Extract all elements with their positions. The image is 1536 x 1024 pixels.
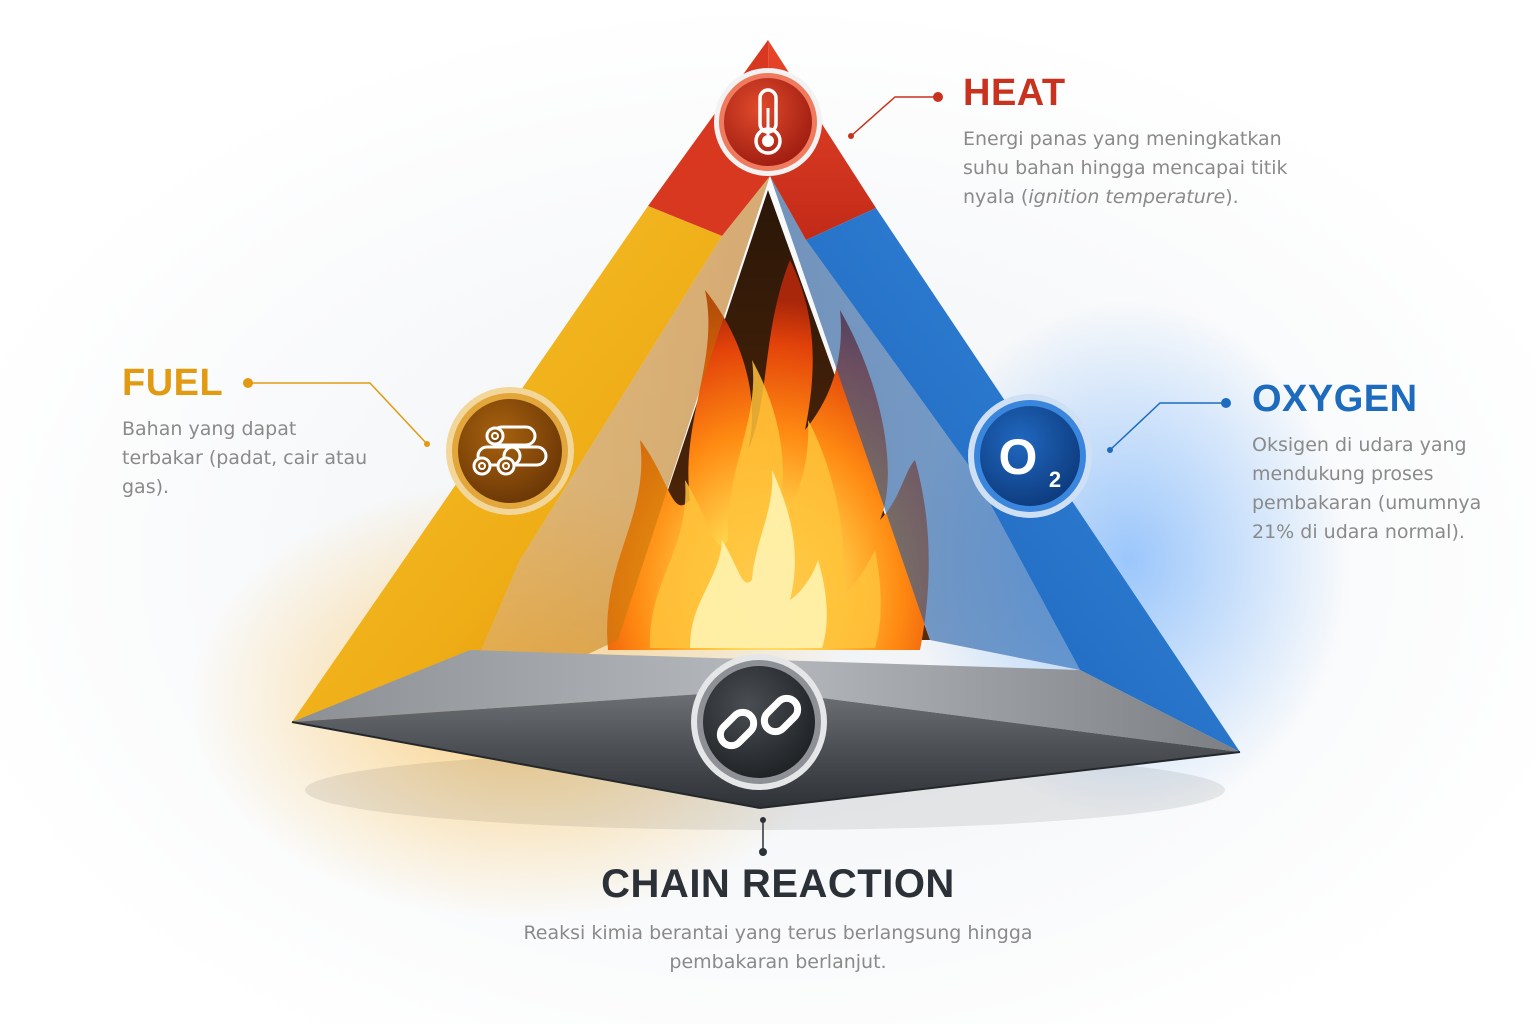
thermometer-icon (714, 68, 822, 176)
fuel-inner-face (452, 176, 770, 718)
fuel-connector (243, 378, 430, 447)
chain-connector (759, 817, 767, 856)
heat-description: Energi panas yang meningkatkan suhu baha… (963, 128, 1288, 208)
heat-label: HEAT Energi panas yang meningkatkan suhu… (963, 72, 1293, 212)
oxygen-label: OXYGEN Oksigen di udara yang mendukung p… (1252, 378, 1522, 547)
oxygen-inner-face (770, 176, 1080, 670)
base-edge-right (759, 751, 1241, 809)
heat-title: HEAT (963, 72, 1066, 114)
o2-icon: O 2 (968, 394, 1092, 518)
oxygen-connector (1107, 398, 1231, 453)
chain-link-icon (691, 654, 827, 790)
base-edge-left (291, 721, 761, 809)
fuel-description: Bahan yang dapat terbakar (padat, cair a… (122, 418, 368, 498)
fuel-title: FUEL (122, 362, 224, 404)
logs-icon (446, 387, 574, 515)
chain-reaction-title: CHAIN REACTION (601, 862, 955, 906)
oxygen-title: OXYGEN (1252, 378, 1418, 420)
oxygen-description: Oksigen di udara yang mendukung proses p… (1252, 434, 1482, 543)
chain-reaction-label: CHAIN REACTION Reaksi kimia berantai yan… (468, 862, 1088, 977)
o2-symbol: O (999, 429, 1038, 485)
chain-reaction-description: Reaksi kimia berantai yang terus berlang… (523, 922, 1033, 973)
chain-reaction-base-top (292, 650, 1240, 752)
fuel-label: FUEL Bahan yang dapat terbakar (padat, c… (122, 362, 372, 502)
o2-subscript: 2 (1049, 467, 1061, 492)
heat-connector (848, 92, 943, 139)
heat-description-italic: ignition temperature (1028, 186, 1226, 208)
